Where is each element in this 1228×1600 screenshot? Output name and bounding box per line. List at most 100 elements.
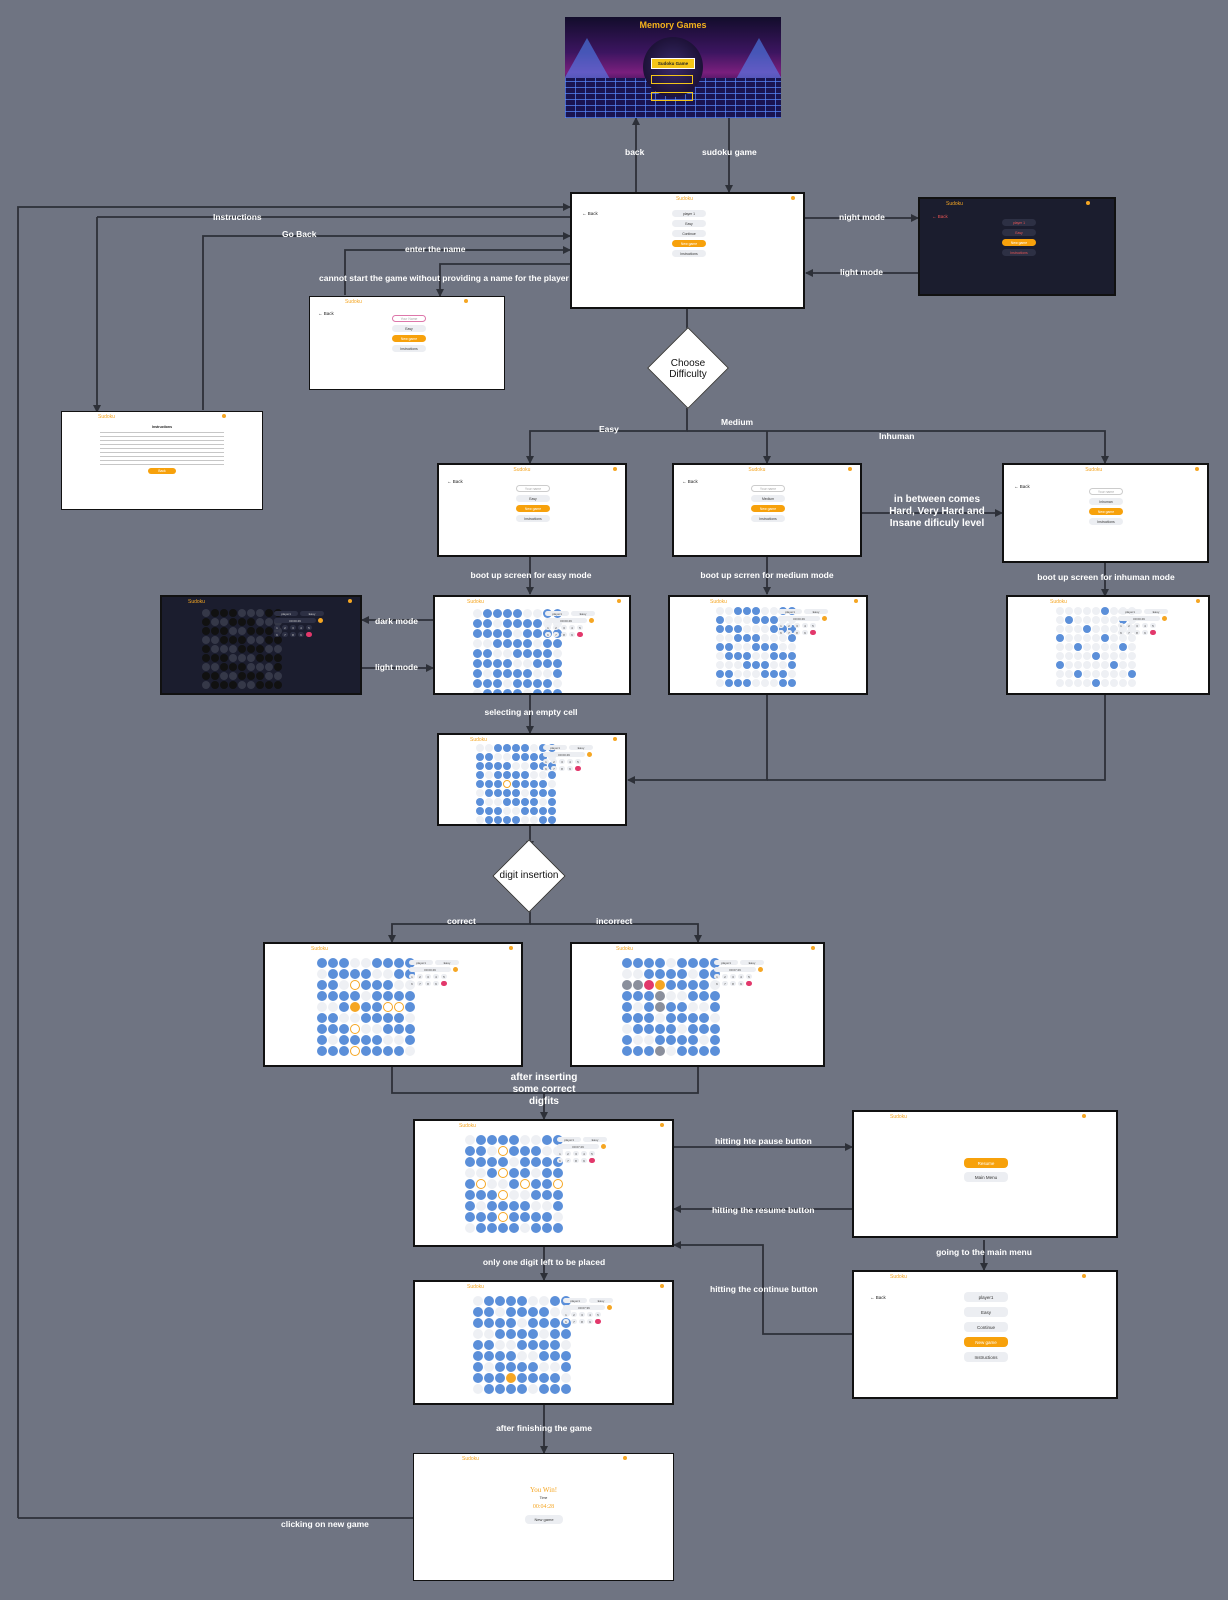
digit-key[interactable]: 7 <box>417 981 423 986</box>
digit-key[interactable]: 4 <box>802 623 808 628</box>
sudoku-cell[interactable] <box>265 618 273 626</box>
sudoku-cell[interactable] <box>1119 652 1127 660</box>
erase-key[interactable] <box>595 1319 601 1324</box>
sudoku-cell[interactable] <box>752 643 760 651</box>
digit-key[interactable]: 5 <box>441 974 447 979</box>
sudoku-cell[interactable] <box>548 753 556 761</box>
sudoku-cell[interactable] <box>476 807 484 815</box>
sudoku-cell[interactable] <box>1101 643 1109 651</box>
sudoku-cell[interactable] <box>265 654 273 662</box>
sudoku-cell[interactable] <box>372 1035 382 1045</box>
sudoku-cell[interactable] <box>513 639 522 648</box>
sudoku-cell[interactable] <box>743 616 751 624</box>
sudoku-cell[interactable] <box>1083 634 1091 642</box>
sudoku-cell[interactable] <box>339 1024 349 1034</box>
sudoku-cell[interactable] <box>521 789 529 797</box>
sudoku-cell[interactable] <box>394 1046 404 1056</box>
sudoku-cell[interactable] <box>512 816 520 824</box>
sudoku-cell[interactable] <box>487 1179 497 1189</box>
sudoku-cell[interactable] <box>561 1384 571 1394</box>
sudoku-cell[interactable] <box>561 1362 571 1372</box>
sudoku-cell[interactable] <box>509 1135 519 1145</box>
sudoku-cell[interactable] <box>734 661 742 669</box>
sudoku-cell[interactable] <box>553 649 562 658</box>
sudoku-cell[interactable] <box>520 1179 530 1189</box>
sudoku-cell[interactable] <box>1119 643 1127 651</box>
sudoku-cell[interactable] <box>473 1296 483 1306</box>
sudoku-cell[interactable] <box>633 1002 643 1012</box>
sudoku-cell[interactable] <box>734 634 742 642</box>
sudoku-cell[interactable] <box>779 652 787 660</box>
sudoku-cell[interactable] <box>513 629 522 638</box>
moon-icon[interactable] <box>660 1123 664 1127</box>
sudoku-cell[interactable] <box>688 1013 698 1023</box>
digit-key[interactable]: 9 <box>569 632 575 637</box>
sudoku-cell[interactable] <box>528 1373 538 1383</box>
sudoku-cell[interactable] <box>361 1035 371 1045</box>
sudoku-cell[interactable] <box>493 639 502 648</box>
sudoku-cell[interactable] <box>350 1035 360 1045</box>
sudoku-cell[interactable] <box>716 643 724 651</box>
sudoku-cell[interactable] <box>229 654 237 662</box>
sudoku-cell[interactable] <box>521 753 529 761</box>
sudoku-cell[interactable] <box>202 609 210 617</box>
sudoku-cell[interactable] <box>238 681 246 689</box>
sudoku-cell[interactable] <box>550 1362 560 1372</box>
sudoku-cell[interactable] <box>553 659 562 668</box>
digit-key[interactable]: 7 <box>565 1158 571 1163</box>
sudoku-cell[interactable] <box>528 1318 538 1328</box>
sudoku-cell[interactable] <box>506 1362 516 1372</box>
sudoku-cell[interactable] <box>716 634 724 642</box>
sudoku-cell[interactable] <box>716 607 724 615</box>
sudoku-cell[interactable] <box>699 1013 709 1023</box>
moon-icon[interactable] <box>848 467 852 471</box>
sudoku-cell[interactable] <box>498 1157 508 1167</box>
sudoku-cell[interactable] <box>788 661 796 669</box>
sudoku-cell[interactable] <box>394 991 404 1001</box>
sudoku-cell[interactable] <box>1092 679 1100 687</box>
sudoku-cell[interactable] <box>761 616 769 624</box>
sudoku-cell[interactable] <box>517 1384 527 1394</box>
sudoku-cell[interactable] <box>666 1046 676 1056</box>
sudoku-cell[interactable] <box>220 663 228 671</box>
digit-key[interactable]: 6 <box>1118 630 1124 635</box>
sudoku-cell[interactable] <box>644 1046 654 1056</box>
sudoku-cell[interactable] <box>770 607 778 615</box>
sudoku-cell[interactable] <box>666 980 676 990</box>
sudoku-cell[interactable] <box>622 969 632 979</box>
sudoku-cell[interactable] <box>539 798 547 806</box>
sudoku-cell[interactable] <box>1074 634 1082 642</box>
sudoku-cell[interactable] <box>476 1223 486 1233</box>
erase-key[interactable] <box>1150 630 1156 635</box>
digit-key[interactable]: 9 <box>433 981 439 986</box>
sudoku-cell[interactable] <box>633 1035 643 1045</box>
sudoku-cell[interactable] <box>328 1024 338 1034</box>
digit-key[interactable]: 8 <box>573 1158 579 1163</box>
sudoku-cell[interactable] <box>220 645 228 653</box>
pause-icon[interactable] <box>587 752 592 757</box>
sudoku-cell[interactable] <box>539 1384 549 1394</box>
sudoku-cell[interactable] <box>211 609 219 617</box>
digit-key[interactable]: 2 <box>553 625 559 630</box>
sudoku-cell[interactable] <box>1128 643 1136 651</box>
difficulty-pill[interactable]: Easy <box>672 220 706 227</box>
sudoku-cell[interactable] <box>1092 616 1100 624</box>
sudoku-cell[interactable] <box>509 1190 519 1200</box>
erase-key[interactable] <box>575 766 581 771</box>
sudoku-cell[interactable] <box>473 1340 483 1350</box>
back-button[interactable]: ← Back <box>582 211 598 216</box>
digit-key[interactable]: 9 <box>802 630 808 635</box>
digit-key[interactable]: 2 <box>282 625 288 630</box>
sudoku-cell[interactable] <box>644 980 654 990</box>
sudoku-cell[interactable] <box>622 958 632 968</box>
sudoku-cell[interactable] <box>473 609 482 618</box>
digit-key[interactable]: 5 <box>595 1312 601 1317</box>
sudoku-cell[interactable] <box>520 1201 530 1211</box>
digit-key[interactable]: 7 <box>551 766 557 771</box>
digit-key[interactable]: 8 <box>579 1319 585 1324</box>
digit-key[interactable]: 9 <box>738 981 744 986</box>
sudoku-cell[interactable] <box>655 991 665 1001</box>
sudoku-cell[interactable] <box>229 609 237 617</box>
sudoku-cell[interactable] <box>473 1318 483 1328</box>
sudoku-cell[interactable] <box>274 636 282 644</box>
